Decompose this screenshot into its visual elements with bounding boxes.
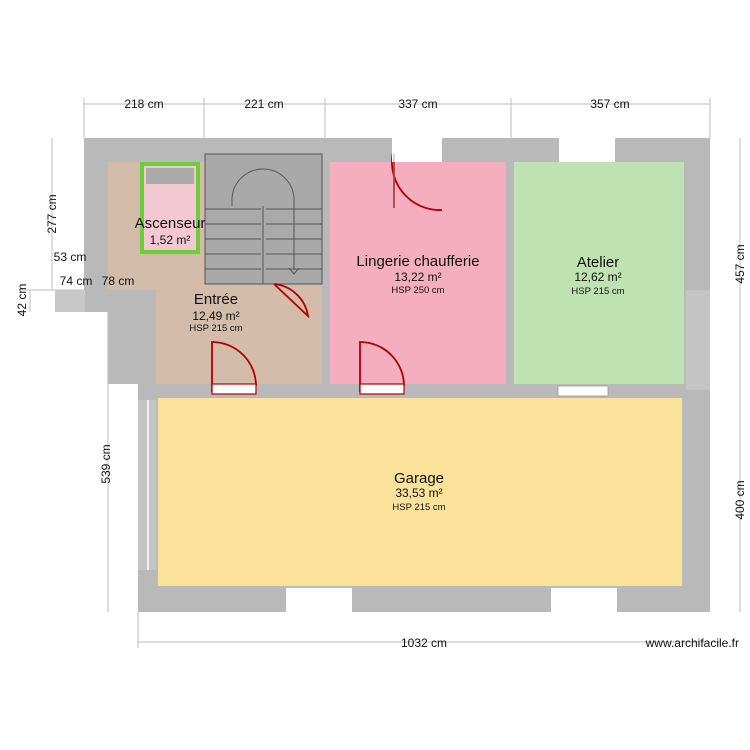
dim-539: 539 cm bbox=[99, 444, 113, 483]
doors bbox=[211, 138, 443, 395]
ascenseur-shaft bbox=[140, 162, 200, 254]
lingerie-area: 13,22 m² bbox=[394, 270, 441, 284]
dim-53: 53 cm bbox=[54, 250, 87, 264]
lingerie-hsp: HSP 250 cm bbox=[391, 285, 444, 296]
dim-400: 400 cm bbox=[733, 480, 747, 519]
dim-bottom: 1032 cm bbox=[401, 636, 447, 650]
lingerie-name: Lingerie chaufferie bbox=[356, 253, 479, 270]
dim-top-4: 357 cm bbox=[590, 97, 629, 111]
ascenseur-area: 1,52 m² bbox=[150, 233, 191, 247]
dim-42: 42 cm bbox=[15, 284, 29, 317]
garage-hsp: HSP 215 cm bbox=[392, 502, 445, 513]
dim-277: 277 cm bbox=[45, 194, 59, 233]
atelier-area: 12,62 m² bbox=[574, 270, 621, 284]
staircase bbox=[204, 153, 323, 285]
dim-top-3: 337 cm bbox=[398, 97, 437, 111]
room-atelier bbox=[514, 162, 684, 384]
dim-457: 457 cm bbox=[733, 244, 747, 283]
dim-top-1: 218 cm bbox=[124, 97, 163, 111]
entree-name: Entrée bbox=[194, 291, 238, 308]
dim-78: 78 cm bbox=[102, 274, 135, 288]
atelier-hsp: HSP 215 cm bbox=[571, 286, 624, 297]
entree-hsp: HSP 215 cm bbox=[189, 323, 242, 334]
dim-74: 74 cm bbox=[60, 274, 93, 288]
entree-area: 12,49 m² bbox=[192, 309, 239, 323]
dimension-labels: 218 cm 221 cm 337 cm 357 cm 1032 cm 74 c… bbox=[15, 97, 747, 650]
room-garage bbox=[158, 398, 682, 586]
garage-area: 33,53 m² bbox=[395, 486, 442, 500]
garage-name: Garage bbox=[394, 470, 444, 487]
atelier-name: Atelier bbox=[577, 254, 620, 271]
dim-top-2: 221 cm bbox=[244, 97, 283, 111]
entree-notch bbox=[108, 290, 156, 384]
room-labels: Ascenseur 1,52 m² Entrée 12,49 m² HSP 21… bbox=[135, 215, 625, 513]
ascenseur-name: Ascenseur bbox=[135, 215, 206, 232]
watermark: www.archifacile.fr bbox=[645, 636, 739, 650]
